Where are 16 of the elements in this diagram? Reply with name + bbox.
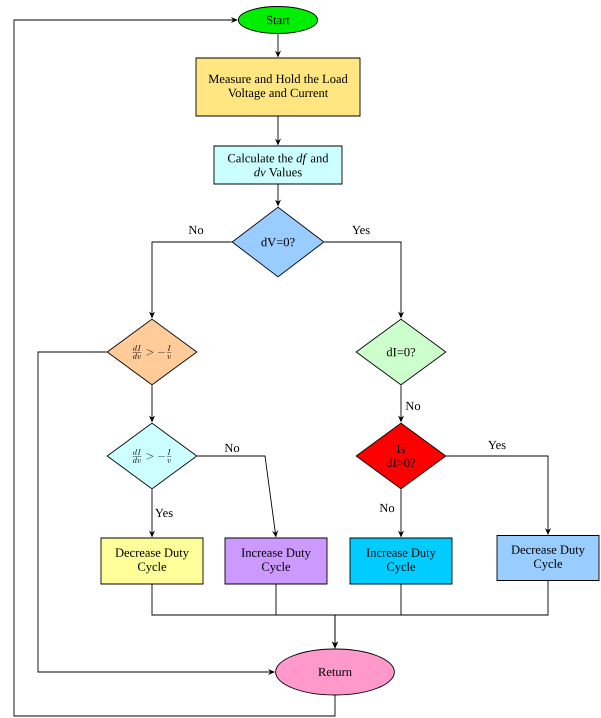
process-box: Calculate the df and dv Values (214, 146, 342, 184)
start-oval: Start (238, 6, 318, 34)
edge-label: No (378, 502, 396, 514)
process-box: Decrease Duty Cycle (496, 535, 600, 581)
edge-label: Yes (486, 440, 508, 450)
edge-label: No (223, 442, 241, 454)
edge-label: Yes (350, 224, 372, 236)
process-box: Increase Duty Cycle (224, 538, 328, 584)
edge-label: No (187, 224, 205, 236)
process-box: Measure and Hold the Load Voltage and Current (196, 58, 360, 116)
edge-label: No (404, 400, 422, 412)
process-box: Decrease Duty Cycle (100, 538, 204, 584)
process-box: Increase Duty Cycle (350, 538, 452, 584)
return-oval: Return (275, 648, 395, 696)
arrow (14, 16, 336, 716)
edge-label: Yes (154, 508, 174, 518)
